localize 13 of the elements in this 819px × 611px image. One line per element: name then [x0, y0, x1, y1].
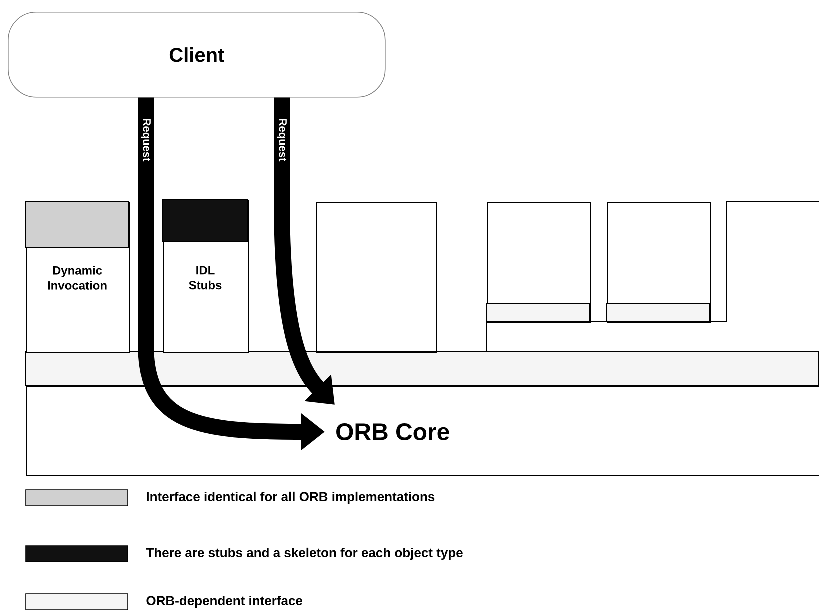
legend-text: Interface identical for all ORB implementations	[147, 492, 435, 504]
interface-box	[606, 202, 711, 323]
interface-box	[316, 202, 437, 353]
client-box: Client	[8, 12, 386, 98]
edge-label: Request	[276, 117, 288, 163]
core-box: ORB Core	[26, 386, 819, 476]
adapter-outline	[486, 202, 819, 352]
interface-box: IDL Stubs	[162, 200, 249, 353]
legend-text: ORB-dependent interface	[146, 596, 302, 608]
interface-box: Dynamic Invocation	[26, 202, 130, 353]
interface-box	[486, 202, 591, 323]
edge-label: Request	[140, 117, 152, 163]
legend-text: There are stubs and a skeleton for each object type	[146, 548, 463, 560]
